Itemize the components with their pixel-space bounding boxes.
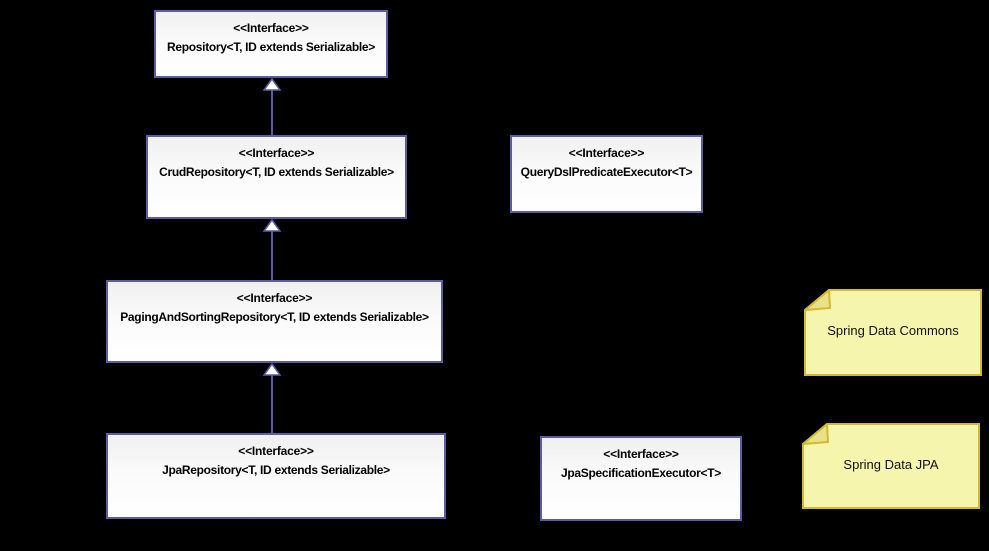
interface-name-crud-repository: CrudRepository<T, ID extends Serializabl… (159, 165, 394, 179)
stereotype-label: <<Interface>> (238, 444, 314, 458)
interface-name-jpa-specification-executor: JpaSpecificationExecutor<T> (561, 466, 721, 480)
note-spring-data-commons: Spring Data Commons (804, 289, 982, 376)
interface-name-paging-and-sorting-repository: PagingAndSortingRepository<T, ID extends… (120, 310, 429, 324)
interface-box-querydsl-predicate-executor: <<Interface>> QueryDslPredicateExecutor<… (510, 135, 703, 213)
interface-name-querydsl-predicate-executor: QueryDslPredicateExecutor<T> (520, 165, 693, 179)
note-shape-icon (804, 289, 982, 376)
stereotype-label: <<Interface>> (233, 21, 309, 35)
stereotype-label: <<Interface>> (568, 146, 645, 160)
interface-box-repository: <<Interface>> Repository<T, ID extends S… (154, 10, 388, 78)
interface-box-crud-repository: <<Interface>> CrudRepository<T, ID exten… (146, 135, 407, 219)
stereotype-label: <<Interface>> (236, 291, 313, 305)
stereotype-label: <<Interface>> (603, 447, 679, 461)
note-text: Spring Data Commons (827, 323, 959, 338)
interface-box-jpa-specification-executor: <<Interface>> JpaSpecificationExecutor<T… (540, 436, 742, 521)
note-text: Spring Data JPA (843, 456, 939, 472)
stereotype-label: <<Interface>> (238, 146, 315, 160)
interface-name-jpa-repository: JpaRepository<T, ID extends Serializable… (162, 463, 390, 477)
hollow-triangle-arrowhead-icon (262, 219, 282, 232)
interface-name-repository: Repository<T, ID extends Serializable> (166, 40, 376, 54)
note-spring-data-jpa: Spring Data JPA (802, 423, 980, 509)
generalization-arrow-paging-to-crud (262, 219, 282, 281)
note-fold-corner-icon (804, 289, 832, 312)
generalization-arrow-crud-to-repository (262, 78, 282, 136)
hollow-triangle-arrowhead-icon (262, 78, 282, 91)
hollow-triangle-arrowhead-icon (262, 363, 282, 376)
generalization-arrow-jpa-to-paging (262, 363, 282, 434)
note-shape-icon (802, 423, 980, 509)
interface-box-jpa-repository: <<Interface>> JpaRepository<T, ID extend… (106, 433, 446, 519)
interface-box-paging-and-sorting-repository: <<Interface>> PagingAndSortingRepository… (106, 280, 443, 363)
note-fold-corner-icon (802, 423, 830, 446)
